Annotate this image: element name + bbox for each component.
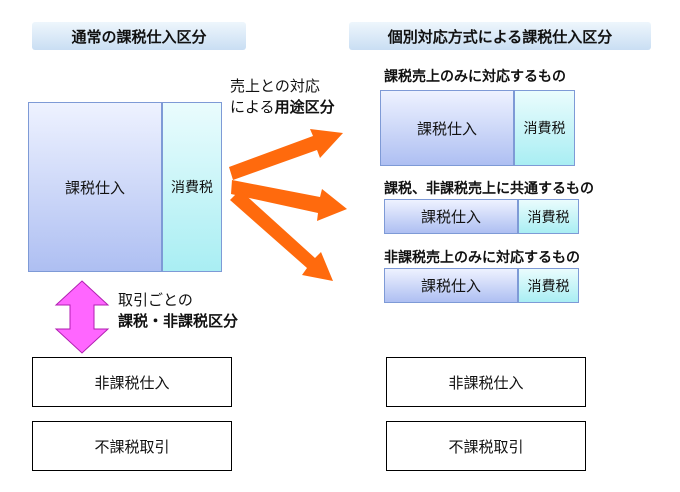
- usage-note-line1: 売上との対応: [230, 77, 320, 95]
- group2-consumption-tax-box: 消費税: [518, 199, 579, 234]
- group1-consumption-tax-label: 消費税: [523, 121, 566, 137]
- usage-note-line2: による用途区分: [230, 98, 335, 116]
- left-consumption-tax-box: 消費税: [162, 102, 222, 272]
- double-arrow: [54, 280, 110, 354]
- arrow-to-non-taxable-only: [230, 190, 333, 281]
- group1-taxable-purchase-box: 課税仕入: [380, 90, 514, 166]
- left-taxable-purchase-box: 課税仕入: [28, 102, 162, 272]
- tax-classification-note: 取引ごとの 課税・非課税区分: [118, 290, 238, 332]
- right-header: 個別対応方式による課税仕入区分: [349, 22, 651, 50]
- group2-taxable-purchase-box: 課税仕入: [384, 199, 518, 234]
- group3-taxable-purchase-label: 課税仕入: [420, 277, 481, 295]
- group2-taxable-purchase-label: 課税仕入: [420, 208, 481, 226]
- left-header: 通常の課税仕入区分: [32, 22, 246, 50]
- arrow-to-taxable-only: [229, 129, 343, 180]
- right-non-taxable-purchase-box: 非課税仕入: [386, 357, 586, 407]
- group3-consumption-tax-box: 消費税: [518, 268, 579, 303]
- right-non-taxed-transaction-box: 不課税取引: [386, 421, 586, 471]
- left-consumption-tax-label: 消費税: [171, 180, 213, 196]
- group3-taxable-purchase-box: 課税仕入: [384, 268, 518, 303]
- classification-note-line1: 取引ごとの: [118, 291, 193, 309]
- left-non-taxed-transaction-box: 不課税取引: [32, 421, 232, 471]
- classification-note-line2: 課税・非課税区分: [118, 312, 239, 330]
- left-non-taxable-purchase-box: 非課税仕入: [32, 357, 232, 407]
- group2-consumption-tax-label: 消費税: [527, 209, 570, 226]
- group1-taxable-purchase-label: 課税仕入: [416, 119, 477, 138]
- left-taxable-purchase-label: 課税仕入: [64, 178, 125, 197]
- group1-consumption-tax-box: 消費税: [514, 90, 575, 166]
- group3-label: 非課税売上のみに対応するもの: [384, 250, 580, 266]
- group1-label: 課税売上のみに対応するもの: [384, 69, 566, 85]
- group3-consumption-tax-label: 消費税: [527, 278, 570, 295]
- usage-classification-note: 売上との対応 による用途区分: [230, 76, 335, 118]
- group2-label: 課税、非課税売上に共通するもの: [384, 181, 594, 197]
- arrow-to-common: [231, 180, 347, 221]
